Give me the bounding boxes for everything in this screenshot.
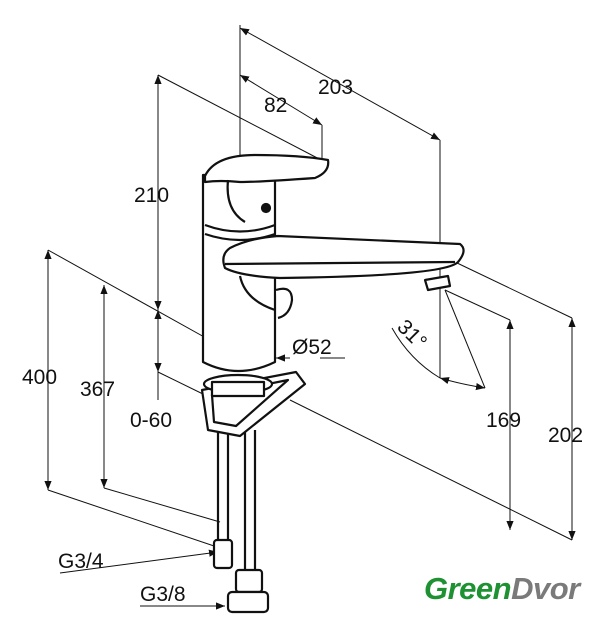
label-82: 82 bbox=[264, 94, 287, 117]
greendvor-logo: GreenDvor bbox=[424, 571, 580, 607]
logo-grey-text: Dvor bbox=[511, 571, 580, 606]
dim-82-line bbox=[239, 74, 323, 126]
label-367: 367 bbox=[80, 378, 115, 401]
label-0-60: 0-60 bbox=[130, 409, 172, 432]
dimension-lines bbox=[44, 25, 576, 610]
label-g3-4: G3/4 bbox=[58, 550, 104, 573]
logo-green-text: Green bbox=[424, 571, 512, 606]
faucet-outline bbox=[200, 153, 465, 614]
label-31-degrees: 31° bbox=[392, 315, 431, 354]
dim-31-arc bbox=[439, 377, 486, 391]
label-169: 169 bbox=[486, 409, 521, 432]
label-210: 210 bbox=[134, 184, 169, 207]
label-400: 400 bbox=[22, 366, 57, 389]
dim-203-line bbox=[239, 27, 441, 141]
dimension-labels: 203 82 210 0-60 400 367 169 202 Ø52 31° … bbox=[22, 76, 583, 606]
label-g3-8: G3/8 bbox=[140, 583, 186, 606]
label-202: 202 bbox=[548, 424, 583, 447]
label-diameter-52: Ø52 bbox=[292, 336, 332, 359]
label-203: 203 bbox=[318, 76, 353, 99]
